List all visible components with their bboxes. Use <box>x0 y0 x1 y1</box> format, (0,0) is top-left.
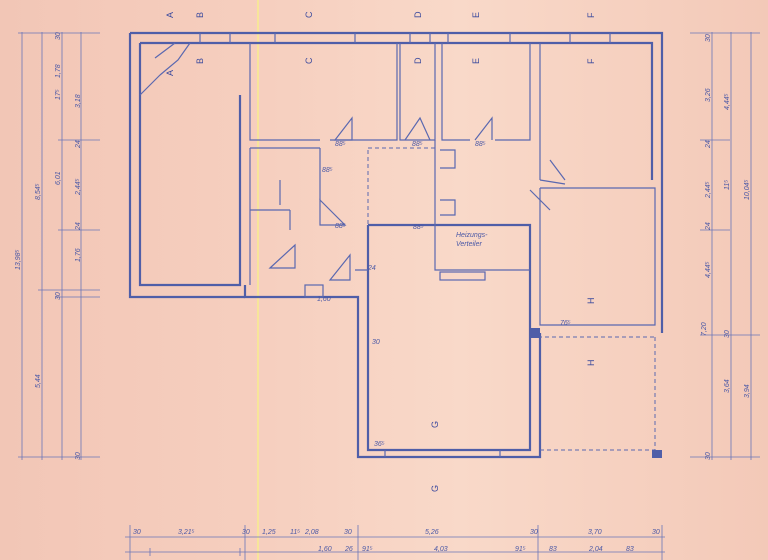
dim: 2,44⁵ <box>75 178 82 196</box>
door-width: 88⁵ <box>335 141 346 148</box>
dim: 2,44⁵ <box>705 181 712 199</box>
dim: 4,03 <box>434 546 448 553</box>
dim: 30 <box>75 452 82 460</box>
heating-label: Heizungs- <box>456 232 488 239</box>
dim: 91⁵ <box>362 546 373 553</box>
section-c: C <box>304 57 314 64</box>
dim: 5,44 <box>35 374 42 388</box>
dim: 10,04⁵ <box>744 179 751 200</box>
dim: 13,98⁵ <box>15 249 22 270</box>
dim: 1,60 <box>318 546 332 553</box>
section-d: D <box>413 57 423 64</box>
dim: 83 <box>626 546 634 553</box>
door-width: 88⁵ <box>335 223 346 230</box>
dim: 6,01 <box>55 171 62 185</box>
left-dimensions: 13,98⁵ 8,54⁵ 5,44 6,01 30 1,78 17⁵ 3,18 … <box>15 32 100 460</box>
dim: 76⁵ <box>560 320 571 327</box>
dim: 30 <box>372 339 380 346</box>
dim: 36⁵ <box>374 441 385 448</box>
section-h: H <box>586 298 596 305</box>
section-b: B <box>195 58 205 64</box>
dim: 3,21⁵ <box>178 529 195 536</box>
dim: 30 <box>530 529 538 536</box>
dim: 30 <box>705 34 712 42</box>
section-e-top: E <box>471 12 481 18</box>
dim: 2,08 <box>304 529 319 536</box>
dim: 11⁵ <box>290 529 300 536</box>
dim: 24 <box>75 140 82 149</box>
dim: 3,64 <box>724 379 731 393</box>
dim: 7,20 <box>701 322 708 336</box>
section-b-top: B <box>195 12 205 18</box>
dim: 26 <box>344 546 353 553</box>
dim: 3,18 <box>75 94 82 108</box>
door-width: 88⁵ <box>412 141 423 148</box>
bottom-dimensions: 30 3,21⁵ 30 1,25 11⁵ 2,08 30 5,26 30 3,7… <box>125 525 665 560</box>
dim: 83 <box>549 546 557 553</box>
section-d-top: D <box>413 11 423 18</box>
walls <box>128 31 664 459</box>
dim: 2,04 <box>588 546 603 553</box>
section-a-top: A <box>165 12 175 18</box>
dim: 24 <box>705 222 712 231</box>
dim: 1,25 <box>262 529 276 536</box>
dim: 24 <box>75 222 82 231</box>
dim: 5,26 <box>425 529 439 536</box>
dim: 24 <box>705 140 712 149</box>
dim: 30 <box>344 529 352 536</box>
dim: 3,94 <box>744 384 751 398</box>
dim: 3,70 <box>588 529 602 536</box>
dim: 30 <box>133 529 141 536</box>
dim: 11⁵ <box>724 180 731 190</box>
door-width: 88⁵ <box>322 167 333 174</box>
dim: 3,26 <box>705 88 712 102</box>
heating-label: Verteiler <box>456 241 482 248</box>
door-width: 88⁵ <box>475 141 486 148</box>
dim: 30 <box>55 292 62 300</box>
door-width: 88⁵ <box>413 224 424 231</box>
section-g: G <box>430 421 440 428</box>
dim: 8,54⁵ <box>35 183 42 200</box>
dim: 1,78 <box>55 64 62 78</box>
section-f-top: F <box>586 12 596 18</box>
dim: 91⁵ <box>515 546 526 553</box>
section-h-2: H <box>586 360 596 367</box>
dim: 17⁵ <box>55 89 62 100</box>
section-markers: A B C D E F A B C D E F H H G G <box>165 11 596 492</box>
dim: 30 <box>652 529 660 536</box>
interior-annotations: 88⁵ 88⁵ 88⁵ 88⁵ 88⁵ 88⁵ Heizungs- Vertei… <box>317 141 571 448</box>
dim: 30 <box>55 32 62 40</box>
section-c-top: C <box>304 11 314 18</box>
dim: 30 <box>242 529 250 536</box>
right-dimensions: 30 3,26 24 2,44⁵ 24 4,44⁵ 7,20 30 3,64 3… <box>690 32 760 460</box>
section-e: E <box>471 58 481 64</box>
section-f: F <box>586 58 596 64</box>
dim: 4,44⁵ <box>705 261 712 278</box>
dim: 4,44⁵ <box>724 93 731 110</box>
dim: 30 <box>724 330 731 338</box>
dim: 30 <box>705 452 712 460</box>
dim: 24 <box>367 265 376 272</box>
dim: 1,60 <box>317 296 331 303</box>
section-g-2: G <box>430 485 440 492</box>
section-a: A <box>165 70 175 76</box>
dim: 1,76 <box>75 248 82 262</box>
